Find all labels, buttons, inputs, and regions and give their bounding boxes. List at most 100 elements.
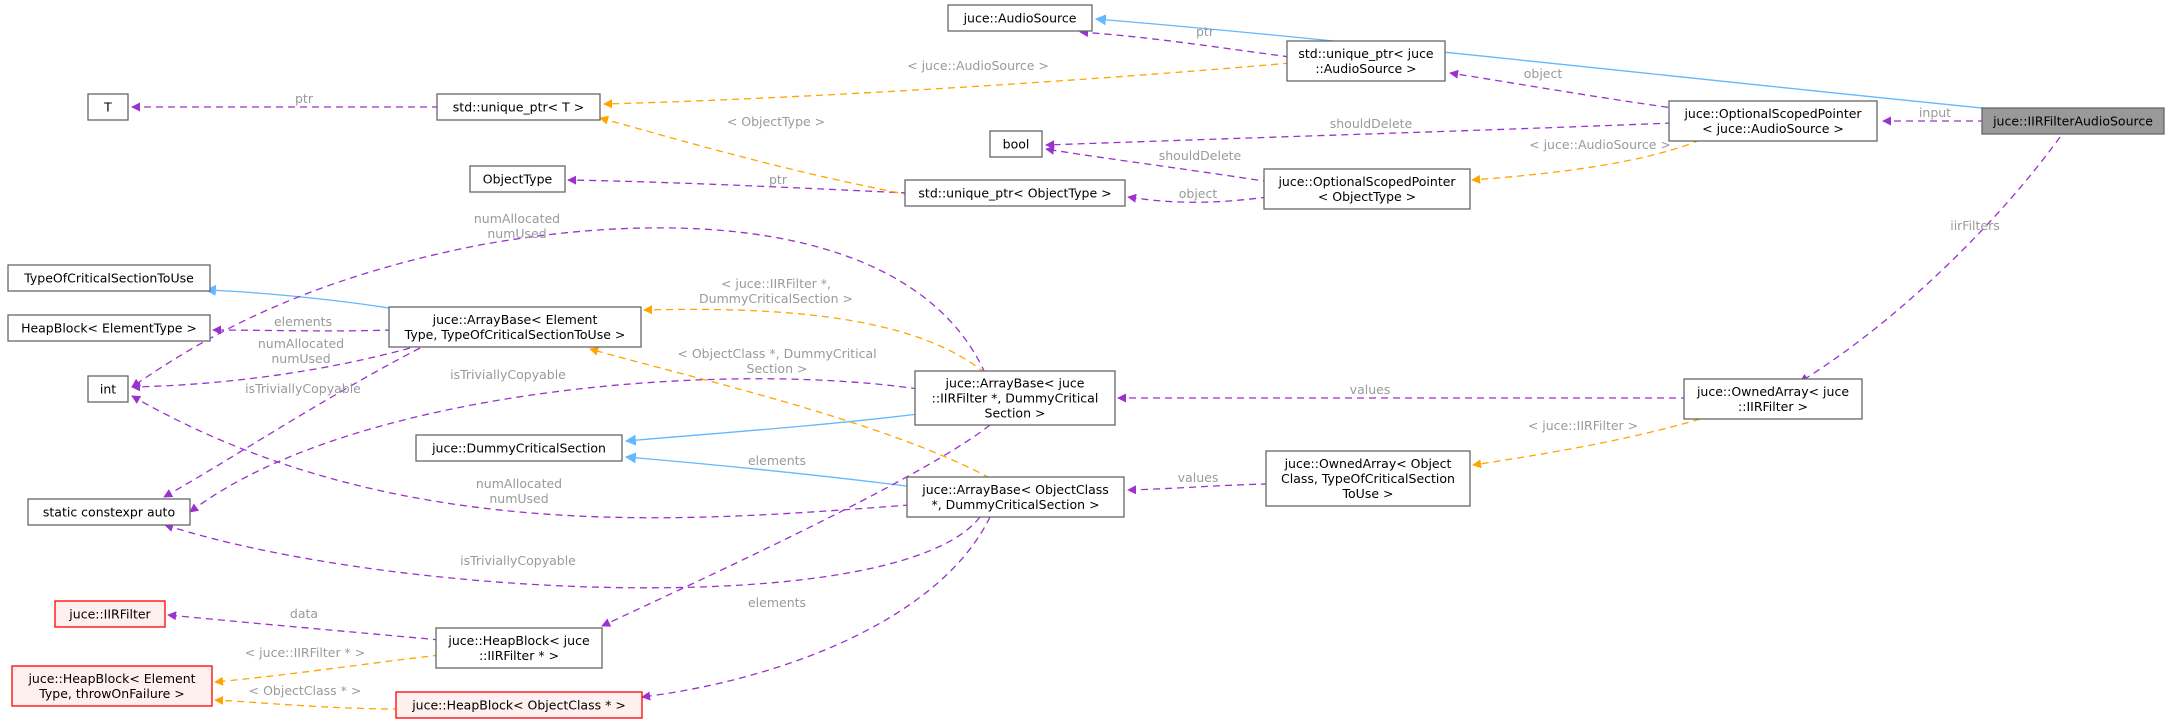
class-node-ownedarray-iirfilter[interactable]: juce::OwnedArray< juce::IIRFilter > [1683,378,1863,420]
class-node-arraybase-iirfilter[interactable]: juce::ArrayBase< juce::IIRFilter *, Dumm… [914,370,1116,426]
tmpl-juce-iirfilter-edge [1472,418,1701,469]
edge-label-line: < juce::AudioSource > [1529,137,1671,152]
blue-edge [624,413,919,446]
class-node-constexpr-auto[interactable]: static constexpr auto [27,498,191,526]
tmpl-audiosource-edge [603,62,1291,109]
iirfilters-edge [1799,136,2061,383]
edge-label-elements-mid: elements [748,453,806,468]
class-node-box [7,314,211,342]
class-node-box [1668,100,1878,142]
numalloc-mid-edge [131,347,411,392]
class-node-box [904,179,1126,207]
class-node-box [87,375,129,403]
class-node-label: juce::HeapBlock< ObjectClass * > [411,698,626,713]
class-node-label: juce::OwnedArray< juce [1696,384,1849,399]
edge-label-line: numUsed [271,351,330,366]
class-node-box [1263,168,1471,210]
tmpl-juce-audiosource-edge [1471,139,1701,184]
class-node-t[interactable]: T [87,93,129,121]
class-node-heapblock-generic[interactable]: juce::HeapBlock< ElementType, throwOnFai… [11,665,213,707]
edge-label-line: < ObjectClass * > [249,683,362,698]
class-node-label: ::IIRFilter * > [479,648,559,663]
values-bottom-edge [1127,483,1269,495]
class-node-label: juce::IIRFilter [68,607,151,622]
edge-label-line: object [1524,66,1563,81]
edge-label-line: isTriviallyCopyable [245,381,361,396]
object-top-edge [1449,69,1681,110]
edge-label-tmpl-iirfilter-dummy: < juce::IIRFilter *,DummyCriticalSection… [699,276,853,306]
class-node-label: juce::HeapBlock< Element [27,671,195,686]
class-node-label: std::unique_ptr< ObjectType > [918,186,1111,201]
class-node-heapblock-iirfilter[interactable]: juce::HeapBlock< juce::IIRFilter * > [435,627,603,669]
class-node-heapblock-objectclass[interactable]: juce::HeapBlock< ObjectClass * > [395,691,643,719]
edge-label-line: Section > [747,361,808,376]
edge-label-line: < juce::IIRFilter > [1528,418,1638,433]
edge-label-tmpl-audiosource: < juce::AudioSource > [907,58,1049,73]
class-node-label: < juce::AudioSource > [1702,121,1844,136]
class-node-label: TypeOfCriticalSectionToUse [23,271,194,286]
class-node-label: juce::OptionalScopedPointer [1683,106,1862,121]
class-node-label: ObjectType [483,172,553,187]
class-node-optptr-audiosource[interactable]: juce::OptionalScopedPointer< juce::Audio… [1668,100,1878,142]
class-node-label: juce::IIRFilterAudioSource [1992,114,2153,129]
class-node-int[interactable]: int [87,375,129,403]
class-node-label: std::unique_ptr< juce [1298,46,1434,61]
class-node-label: Type, TypeOfCriticalSectionToUse > [404,327,626,342]
class-node-optptr-objecttype[interactable]: juce::OptionalScopedPointer< ObjectType … [1263,168,1471,210]
shoulddelete-top-edge [1045,122,1673,150]
class-node-label: ::IIRFilter > [1738,399,1808,414]
class-node-label: juce::OptionalScopedPointer [1277,174,1456,189]
class-node-box [415,434,623,462]
tmpl-iirfilter-dummy-edge [643,305,986,374]
tmpl-iirfilter-ptr-edge [214,654,441,686]
class-node-uniqueptr-t[interactable]: std::unique_ptr< T > [436,93,601,121]
blue-edge [204,284,396,310]
class-node-iirfilter[interactable]: juce::IIRFilter [54,600,166,628]
tmpl-objectclass-ptr-edge [214,695,401,710]
class-node-audiosource[interactable]: juce::AudioSource [947,4,1093,32]
class-node-typeofcs[interactable]: TypeOfCriticalSectionToUse [7,264,211,292]
numalloc-bottom-edge [131,395,911,519]
class-node-arraybase-generic[interactable]: juce::ArrayBase< ElementType, TypeOfCrit… [388,306,642,348]
class-node-box [1683,378,1863,420]
class-node-label: juce::ArrayBase< juce [945,376,1085,391]
blue-edge [1094,14,1993,110]
class-node-box [989,130,1043,158]
edge-label-iirfilters: iirFilters [1950,218,2000,233]
class-node-uniqueptr-objecttype[interactable]: std::unique_ptr< ObjectType > [904,179,1126,207]
class-node-bool[interactable]: bool [989,130,1043,158]
class-node-box [947,4,1093,32]
class-node-uniqueptr-audiosource[interactable]: std::unique_ptr< juce::AudioSource > [1286,40,1446,82]
class-node-arraybase-objectclass[interactable]: juce::ArrayBase< ObjectClass*, DummyCrit… [906,476,1125,518]
edge-label-line: elements [748,595,806,610]
class-node-box [914,370,1116,426]
class-node-heapblock-elementtype[interactable]: HeapBlock< ElementType > [7,314,211,342]
edge-label-shoulddelete-top: shouldDelete [1330,116,1413,131]
edge-label-line: input [1919,105,1951,120]
elements-mid-edge [601,424,991,627]
class-node-dummycs[interactable]: juce::DummyCriticalSection [415,434,623,462]
class-node-label: juce::AudioSource [963,11,1077,26]
edge-label-line: ptr [295,91,314,106]
class-node-box [435,627,603,669]
edge-label-line: isTriviallyCopyable [460,553,576,568]
class-node-ownedarray-generic[interactable]: juce::OwnedArray< ObjectClass, TypeOfCri… [1265,450,1471,507]
edge-label-line: < juce::IIRFilter *, [721,276,831,291]
edge-label-tmpl-iirfilter-ptr: < juce::IIRFilter * > [245,645,366,660]
class-node-objecttype[interactable]: ObjectType [469,165,566,193]
class-node-label: juce::ArrayBase< ObjectClass [921,482,1109,497]
class-node-iirfilteraudiosource[interactable]: juce::IIRFilterAudioSource [1981,107,2165,135]
edge-label-tmpl-objectclass-ptr: < ObjectClass * > [249,683,362,698]
edge-label-line: iirFilters [1950,218,2000,233]
class-node-label: Type, throwOnFailure > [38,686,185,701]
edge-label-line: < ObjectType > [727,114,825,129]
class-node-box [7,264,211,292]
class-node-box [906,476,1125,518]
istrivially-bottom-edge [164,516,981,589]
shoulddelete-bottom-edge [1045,145,1271,183]
edge-label-line: shouldDelete [1330,116,1413,131]
edge-label-values-bottom: values [1178,470,1219,485]
tmpl-objecttype-edge [599,115,911,196]
